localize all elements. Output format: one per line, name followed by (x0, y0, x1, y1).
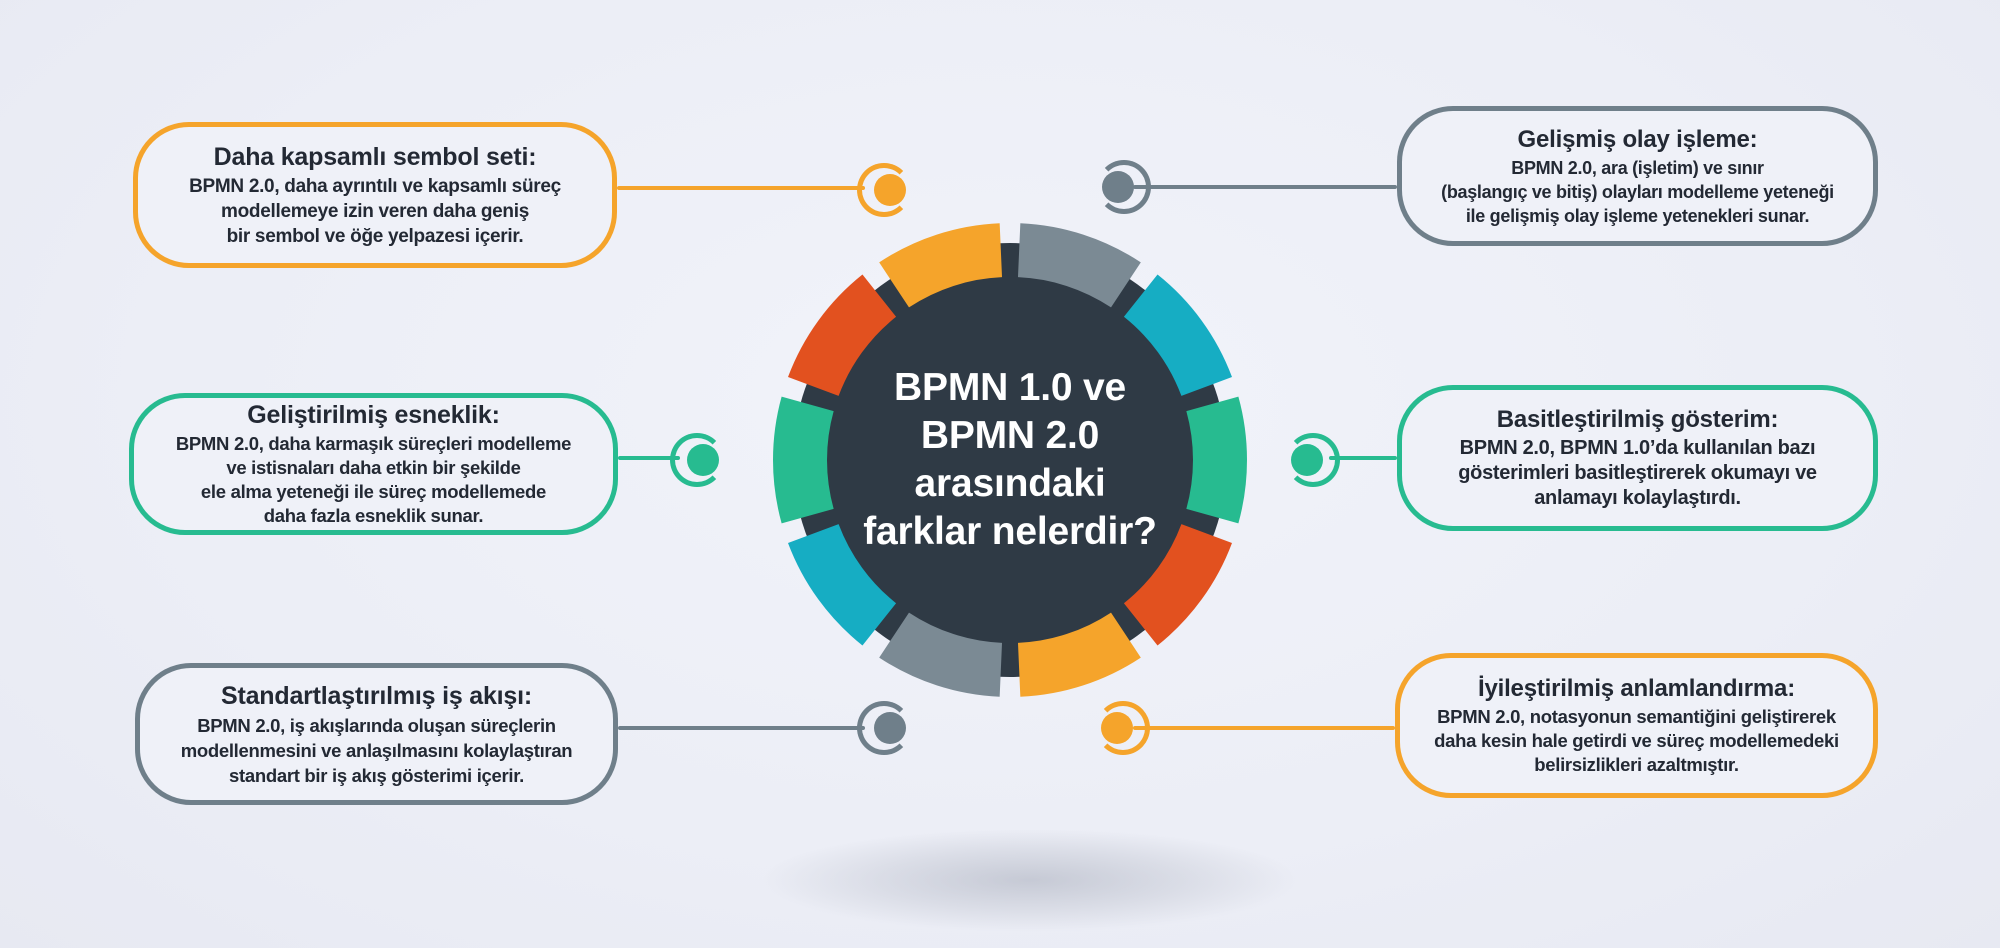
connector-dot-top-left (874, 174, 906, 206)
center-question: BPMN 1.0 ve BPMN 2.0 arasındaki farklar … (863, 366, 1157, 553)
connector-line-top-right (1133, 185, 1397, 189)
connector-arc-bottom-right (1096, 701, 1150, 755)
callout-title-improved-flexibility: Geliştirilmiş esneklik: (247, 401, 500, 429)
connector-line-bottom-left (618, 726, 865, 730)
connector-dot-top-right (1102, 171, 1134, 203)
callout-comprehensive-symbol-set: Daha kapsamlı sembol seti: BPMN 2.0, dah… (133, 122, 617, 268)
connector-dot-bottom-right (1101, 712, 1133, 744)
center-ring (773, 223, 1247, 697)
callout-standardized-workflow: Standartlaştırılmış iş akışı: BPMN 2.0, … (135, 663, 618, 805)
connector-dot-bottom-left (874, 712, 906, 744)
callout-title-simplified-notation: Basitleştirilmiş gösterim: (1496, 406, 1779, 433)
callout-title-comprehensive-symbol-set: Daha kapsamlı sembol seti: (213, 142, 537, 171)
connector-arc-middle-right (1286, 433, 1340, 487)
callout-body-improved-semantics: BPMN 2.0, notasyonun semantiğini gelişti… (1434, 706, 1839, 775)
callout-body-standardized-workflow: BPMN 2.0, iş akışlarında oluşan süreçler… (180, 714, 573, 786)
callout-title-advanced-event-handling: Gelişmiş olay işleme: (1517, 125, 1758, 153)
callout-body-improved-flexibility: BPMN 2.0, daha karmaşık süreçleri modell… (175, 433, 572, 526)
connector-arc-top-left (857, 163, 911, 217)
connector-line-middle-right (1329, 456, 1397, 460)
callout-improved-flexibility: Geliştirilmiş esneklik: BPMN 2.0, daha k… (129, 393, 618, 535)
callout-body-advanced-event-handling: BPMN 2.0, ara (işletim) ve sınır (başlan… (1441, 157, 1834, 226)
connector-arc-middle-left (670, 433, 724, 487)
callout-simplified-notation: Basitleştirilmiş gösterim: BPMN 2.0, BPM… (1397, 385, 1878, 531)
connector-line-bottom-right (1133, 726, 1395, 730)
callout-body-comprehensive-symbol-set: BPMN 2.0, daha ayrıntılı ve kapsamlı sür… (189, 175, 561, 247)
connector-arc-bottom-left (857, 701, 911, 755)
connector-line-middle-left (618, 456, 680, 460)
connector-dot-middle-left (687, 444, 719, 476)
callout-title-improved-semantics: İyileştirilmiş anlamlandırma: (1478, 675, 1795, 702)
callout-body-simplified-notation: BPMN 2.0, BPMN 1.0’da kullanılan bazı gö… (1458, 437, 1817, 509)
connector-arc-top-right (1097, 160, 1151, 214)
callout-advanced-event-handling: Gelişmiş olay işleme: BPMN 2.0, ara (işl… (1397, 106, 1878, 246)
connector-dot-middle-right (1291, 444, 1323, 476)
connector-line-top-left (617, 186, 865, 190)
callout-title-standardized-workflow: Standartlaştırılmış iş akışı: (221, 681, 532, 710)
callout-improved-semantics: İyileştirilmiş anlamlandırma: BPMN 2.0, … (1395, 653, 1878, 798)
floor-shadow (760, 828, 1300, 932)
